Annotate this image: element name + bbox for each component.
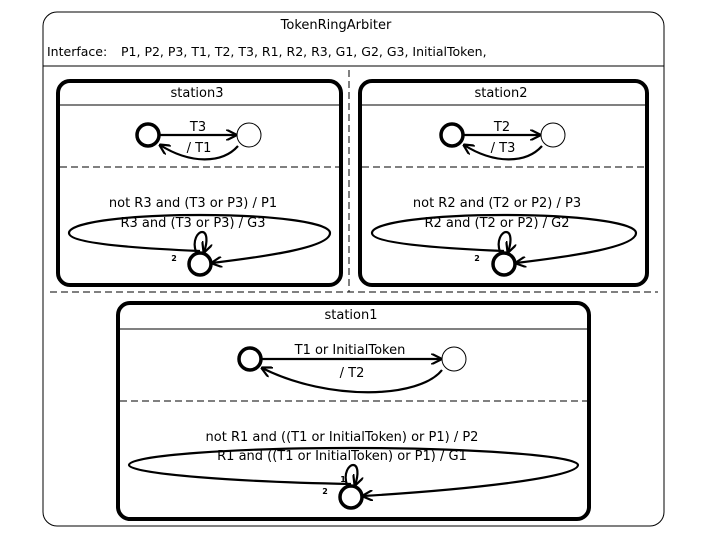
station1-loop-outer-label: not R1 and ((T1 or InitialToken) or P1) … [206, 430, 479, 445]
station1-token-label: T1 or InitialToken [294, 343, 406, 358]
station1-initial-state [237, 346, 263, 372]
station1-region: station1 T1 or InitialToken / T2 not R1 … [116, 301, 591, 521]
station2-return-label: / T3 [491, 141, 516, 156]
station2-title: station2 [474, 86, 527, 101]
station1-self-loop [344, 463, 358, 485]
interface-signals: P1, P2, P3, T1, T2, T3, R1, R2, R3, G1, … [121, 44, 487, 59]
station2-loop-outer-label: not R2 and (T2 or P2) / P3 [413, 196, 581, 211]
station3-frame [56, 79, 343, 287]
station3-token-label: T3 [189, 120, 206, 135]
station3-region: station3 T3 / T1 not R3 and (T3 or P3) /… [56, 79, 343, 287]
station3-token-state [236, 122, 262, 148]
station1-token-state [441, 346, 467, 372]
station3-loop-outer-label: not R3 and (T3 or P3) / P1 [109, 196, 277, 211]
station1-priority-2: 2 [322, 487, 328, 496]
station2-outer-loop [370, 213, 638, 263]
station1-outer-loop [127, 446, 580, 496]
station2-loop-inner-label: R2 and (T2 or P2) / G2 [424, 216, 569, 231]
station3-loop-inner-label: R3 and (T3 or P3) / G3 [120, 216, 265, 231]
station1-frame [116, 301, 591, 521]
station1-return-transition [262, 368, 443, 394]
station2-region: station2 T2 / T3 not R2 and (T2 or P2) /… [358, 79, 649, 287]
station2-self-loop [497, 230, 511, 252]
station3-loop-state [187, 251, 213, 277]
machine-title: TokenRingArbiter [280, 18, 392, 33]
station3-return-label: / T1 [187, 141, 212, 156]
station1-title: station1 [324, 308, 377, 323]
station2-loop-state [491, 251, 517, 277]
station1-loop-state [338, 484, 364, 510]
station3-self-loop [193, 230, 207, 252]
station3-priority-2: 2 [171, 254, 177, 263]
station1-loop-inner-label: R1 and ((T1 or InitialToken) or P1) / G1 [217, 449, 467, 464]
station2-token-state [540, 122, 566, 148]
station2-frame [358, 79, 649, 287]
station3-title: station3 [170, 86, 223, 101]
station3-initial-state [135, 122, 161, 148]
station2-initial-state [439, 122, 465, 148]
station3-return-transition [160, 145, 239, 161]
interface-label: Interface: [47, 44, 107, 59]
station3-outer-loop [67, 213, 332, 263]
station2-return-transition [464, 145, 543, 161]
station2-token-label: T2 [493, 120, 510, 135]
station1-priority-1: 1 [340, 475, 346, 484]
station1-return-label: / T2 [340, 366, 365, 381]
station2-priority-2: 2 [474, 254, 480, 263]
